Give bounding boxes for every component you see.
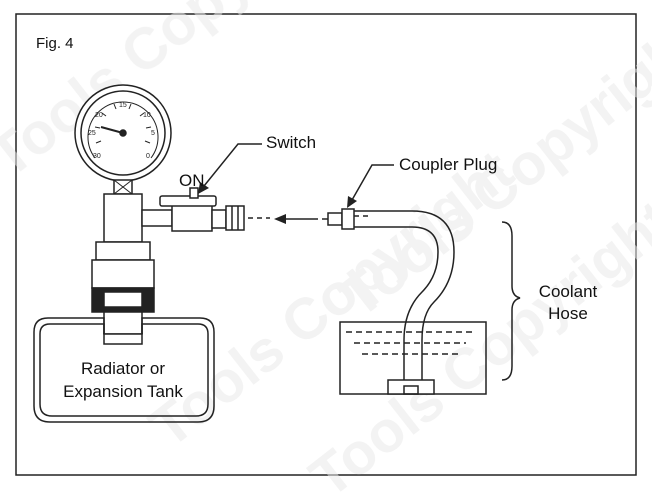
radiator-tank xyxy=(33,317,215,423)
switch-label: Switch xyxy=(266,133,317,152)
coupler-plug-label: Coupler Plug xyxy=(399,155,498,174)
tester-collar xyxy=(95,241,151,261)
coupler-plug xyxy=(322,208,372,230)
connection-arrow xyxy=(274,214,318,224)
gauge-scale-5: 5 xyxy=(151,130,155,137)
figure-border xyxy=(15,13,637,476)
coolant-container xyxy=(339,321,487,395)
gauge-scale-25: 25 xyxy=(88,130,96,137)
coolant-hose xyxy=(354,210,455,380)
coolant-hose-label-line2: Hose xyxy=(548,304,588,323)
valve-stem xyxy=(189,187,199,199)
gauge-scale-0: 0 xyxy=(146,153,150,160)
gauge-scale-20: 20 xyxy=(95,112,103,119)
radiator-tank-label-line2: Expansion Tank xyxy=(63,382,183,401)
coupler-socket xyxy=(211,209,227,229)
tester-stem xyxy=(103,193,143,243)
coupler-pointer xyxy=(347,164,394,208)
coolant-hose-label: Coolant Hose xyxy=(520,281,616,325)
coolant-hose-label-line1: Coolant xyxy=(538,282,598,301)
gauge-hub xyxy=(119,129,127,137)
radiator-tank-label-line1: Radiator or xyxy=(80,359,166,378)
gauge-scale-30: 30 xyxy=(93,153,101,160)
on-label: ON xyxy=(179,171,205,190)
valve-body xyxy=(171,204,213,232)
coolant-brace xyxy=(501,221,521,381)
gauge-scale: 30 25 20 15 10 5 0 xyxy=(88,102,155,160)
figure-label: Fig. 4 xyxy=(36,35,74,52)
tester-filler-neck xyxy=(103,311,143,335)
valve-port xyxy=(141,209,173,227)
gauge-scale-10: 10 xyxy=(143,112,151,119)
tester-body xyxy=(91,179,155,335)
gauge-scale-15: 15 xyxy=(119,102,127,109)
tester-cap-window xyxy=(103,291,143,308)
tester-adapter xyxy=(91,259,155,289)
gauge-needle xyxy=(100,126,124,134)
radiator-tank-label: Radiator or Expansion Tank xyxy=(38,357,208,403)
gauge-inner-ring xyxy=(80,90,166,176)
gauge-arc xyxy=(87,101,159,159)
pressure-gauge xyxy=(74,84,172,182)
coupler-socket-tip xyxy=(225,205,245,231)
watermark-text-1: Tools Copyright xyxy=(0,0,365,190)
valve-assembly xyxy=(141,187,270,232)
gauge-ticks xyxy=(94,103,152,144)
valve-handle xyxy=(159,195,217,207)
switch-pointer xyxy=(198,143,262,194)
